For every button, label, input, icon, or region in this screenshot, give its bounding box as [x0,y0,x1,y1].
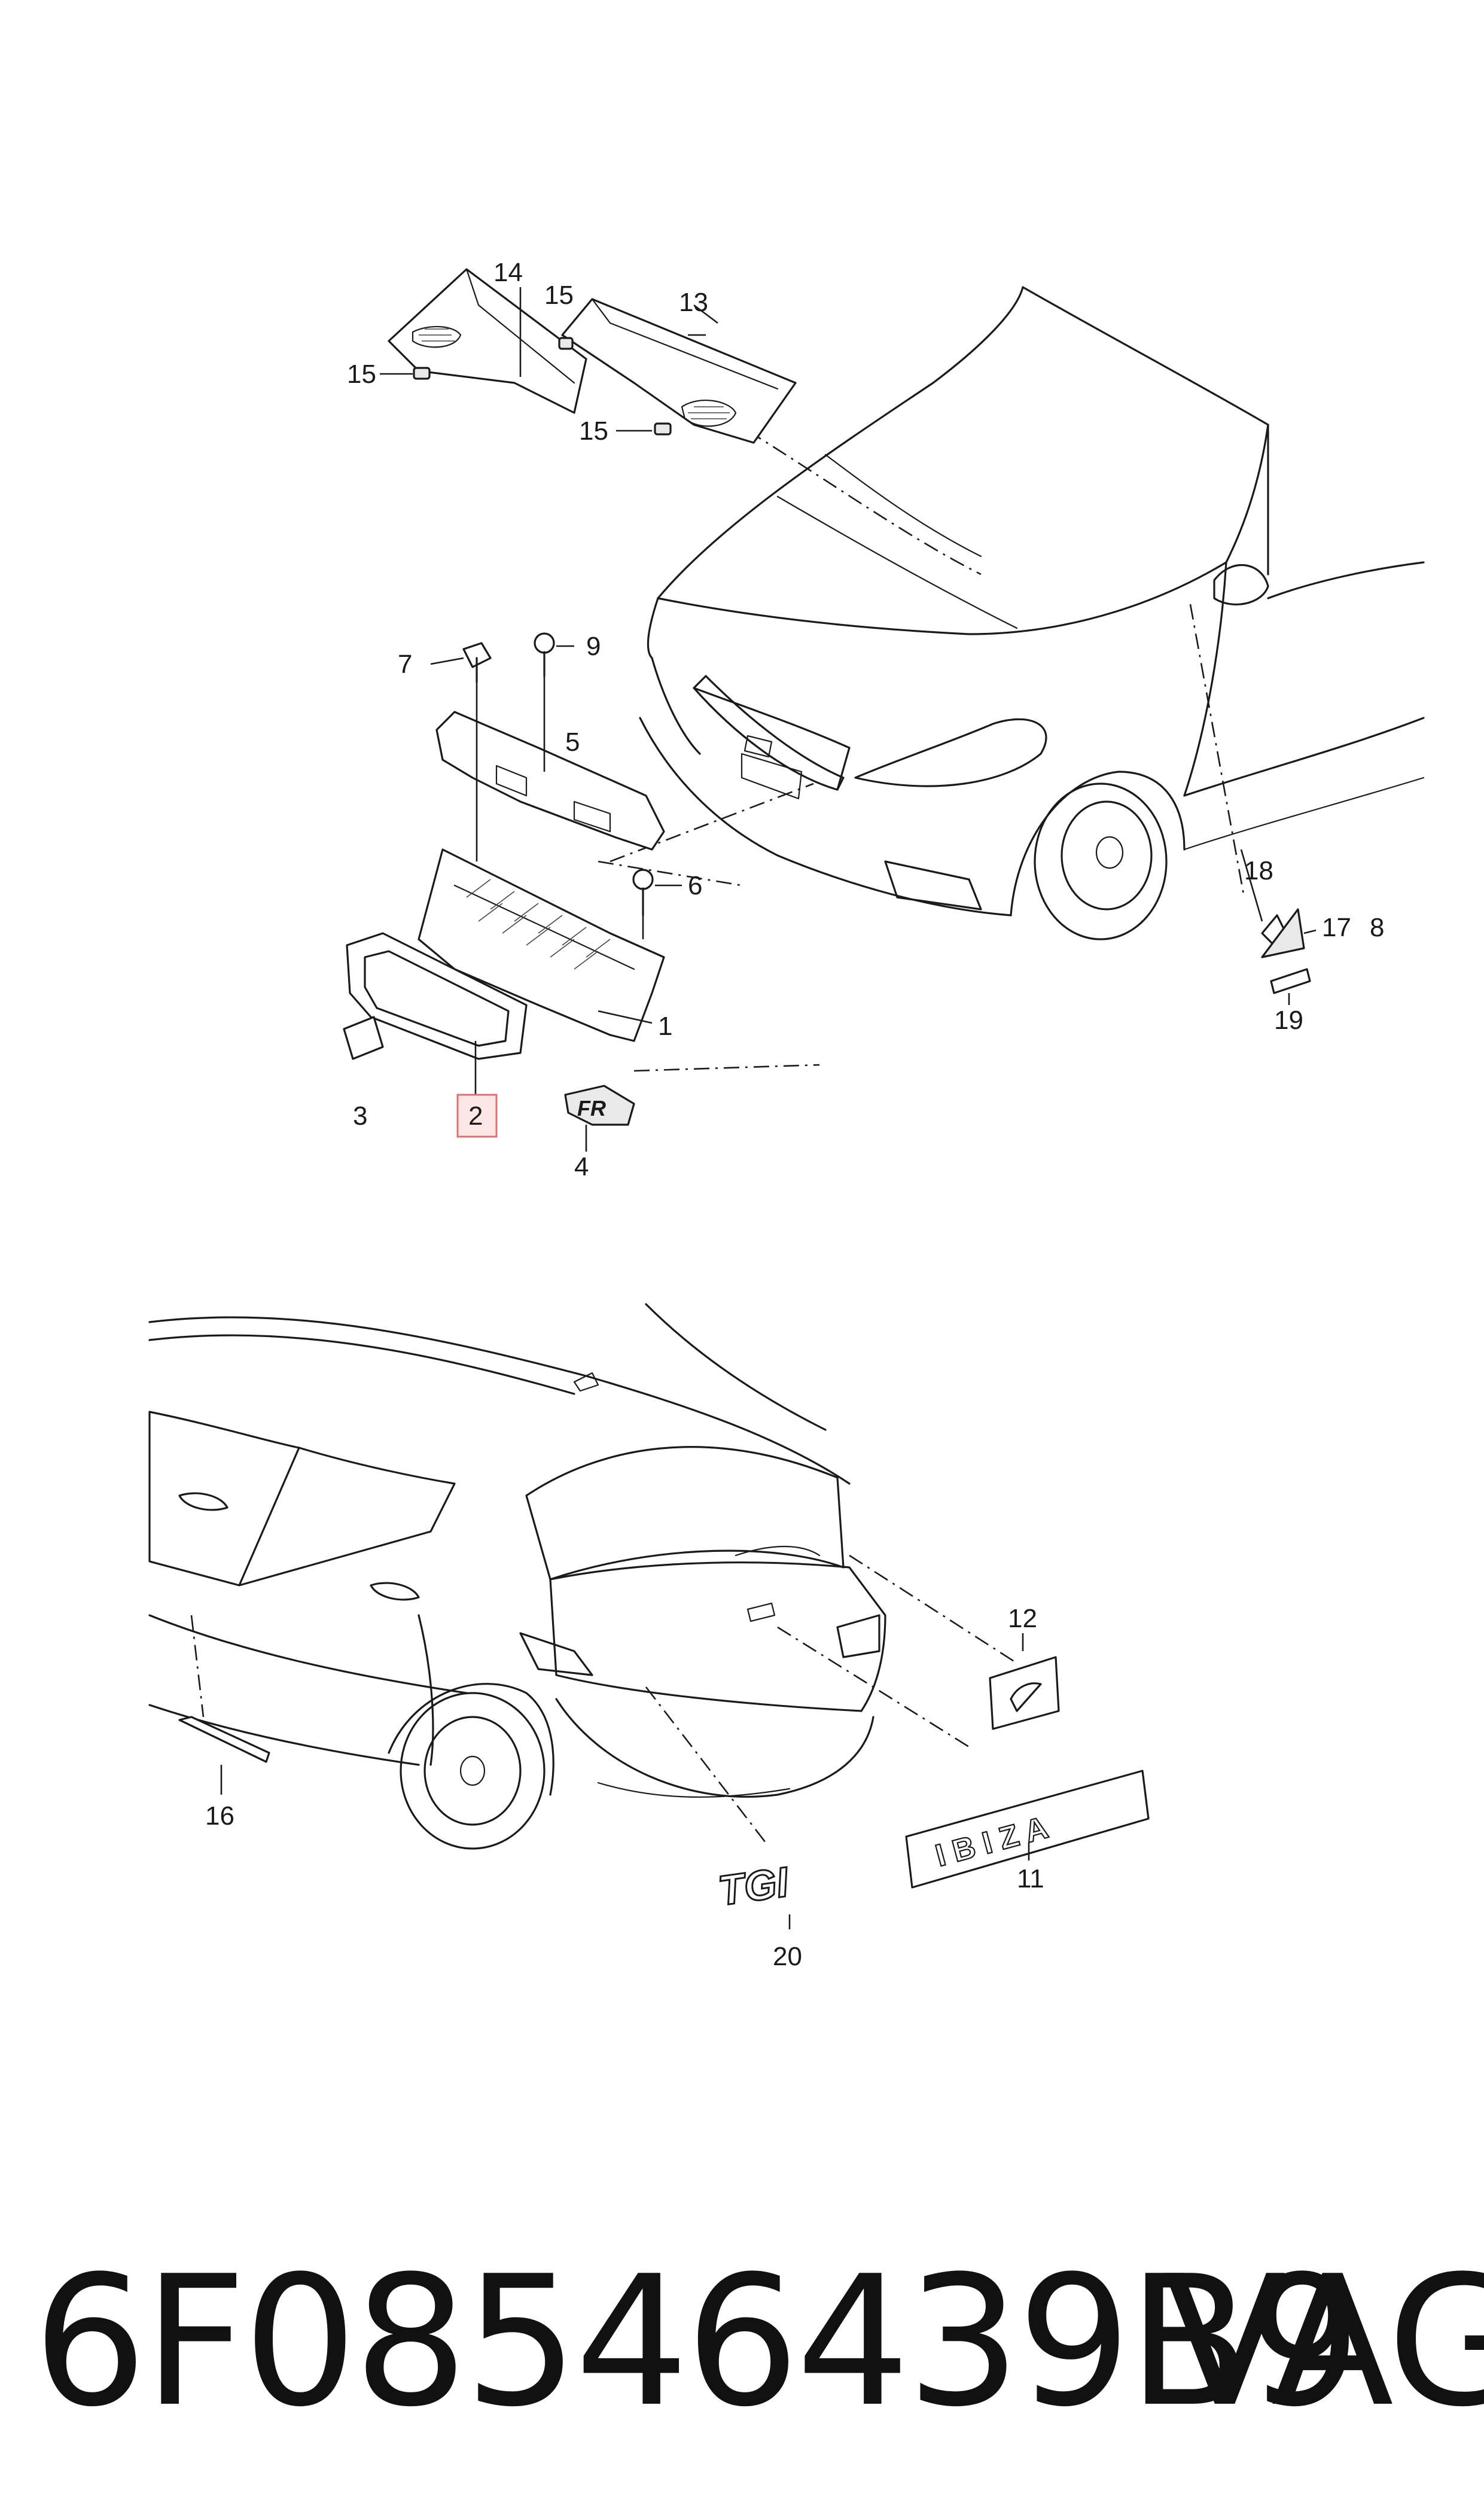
fr-emblem: FR [564,1085,635,1126]
dash-leaders-rear [190,1554,1017,1843]
cowl-clips [413,337,672,436]
callout-labels: 1 2 3 4 5 6 7 8 9 11 12 13 14 15 15 15 1… [205,258,1384,1971]
callout-15-top: 15 [544,281,574,310]
callout-9: 9 [586,632,601,661]
fender-trim-parts [1261,908,1311,994]
callout-18: 18 [1244,856,1273,885]
cowl-panel-left [388,268,587,414]
rear-emblem [989,1656,1060,1730]
radiator-grille-frame [418,848,665,1042]
fr-emblem-text: FR [577,1096,606,1121]
part-leaders-front [474,287,706,1152]
callout-17: 17 [1322,913,1351,942]
sensor-cover [343,1016,384,1060]
callout-16: 16 [205,1801,234,1831]
parts-diagram: FR [148,258,1425,1971]
front-car-illustration [639,286,1425,940]
callout-1: 1 [658,1012,672,1041]
brand-text: VAG [1163,2237,1484,2446]
label-ticks [380,304,1317,1005]
callout-12: 12 [1008,1604,1037,1633]
part-leaders-rear [220,1633,1030,1929]
callout-8: 8 [1370,913,1384,942]
rear-car-illustration [148,1303,886,1850]
highlight-box-2 [456,1094,498,1138]
cowl-panel-right [561,298,797,444]
fasteners [462,632,654,917]
grille-trim-frame [346,932,528,1060]
callout-7: 7 [398,650,412,679]
callout-14: 14 [493,258,523,287]
callout-4: 4 [574,1152,589,1182]
callout-15-bottom: 15 [579,416,608,446]
callout-15-left: 15 [347,360,376,389]
callout-11: 11 [1017,1864,1044,1893]
callout-20: 20 [773,1942,802,1971]
callout-5: 5 [565,727,580,757]
callout-19: 19 [1274,1006,1303,1035]
tgi-emblem-text: TGI [715,1858,792,1914]
dash-leaders-front [598,430,1245,1072]
callout-2: 2 [468,1101,483,1131]
side-molding-strip [178,1716,270,1763]
grille-upper-bracket [435,711,665,851]
callout-3: 3 [353,1101,367,1131]
tgi-emblem: TGI [715,1858,793,1916]
callout-6: 6 [688,871,702,900]
part-number-text: 6F08546439B9 [33,2237,1361,2446]
